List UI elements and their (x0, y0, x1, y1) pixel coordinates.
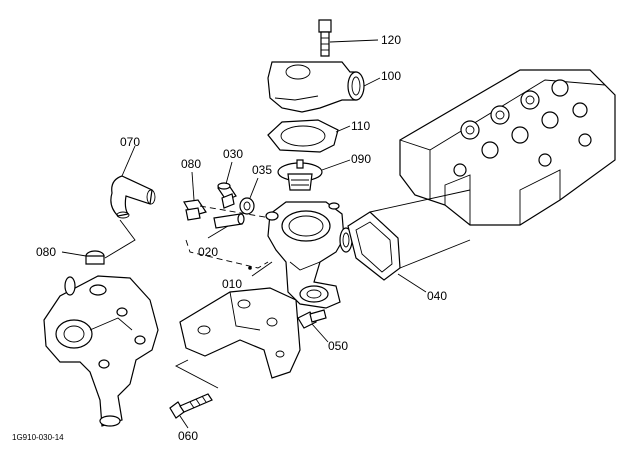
thermostat-090 (277, 159, 323, 191)
gasket-110 (267, 119, 339, 153)
gasket-040 (347, 211, 401, 281)
callout-035: 035 (252, 163, 272, 177)
callout-080-top: 080 (181, 157, 201, 171)
bolt-050 (297, 309, 327, 329)
callout-090: 090 (351, 152, 371, 166)
pin-dot (248, 266, 252, 270)
callout-010: 010 (222, 277, 242, 291)
callout-040: 040 (427, 289, 447, 303)
water-pump (43, 275, 159, 427)
callout-080-left: 080 (36, 245, 56, 259)
drawing-id: 1G910-030-14 (12, 433, 64, 442)
callout-110: 110 (351, 119, 370, 133)
pipe-020 (213, 213, 245, 229)
hose-070 (110, 175, 156, 219)
callout-030: 030 (223, 147, 243, 161)
thermostat-housing-010 (265, 201, 353, 309)
callout-050: 050 (328, 339, 348, 353)
bolt-060 (169, 393, 213, 419)
washer-035 (239, 197, 255, 215)
hose-clamp-080-top (183, 199, 207, 221)
hose-clamp-080-left (85, 250, 105, 265)
callout-060: 060 (178, 429, 198, 443)
callout-100: 100 (381, 69, 401, 83)
pipe-030 (217, 182, 237, 209)
bracket (179, 287, 301, 379)
bolt-120 (318, 19, 332, 57)
callout-070: 070 (120, 135, 140, 149)
thermostat-cover-100 (267, 61, 365, 113)
callout-120: 120 (381, 33, 401, 47)
cylinder-head (399, 69, 616, 226)
callout-020: 020 (198, 245, 218, 259)
